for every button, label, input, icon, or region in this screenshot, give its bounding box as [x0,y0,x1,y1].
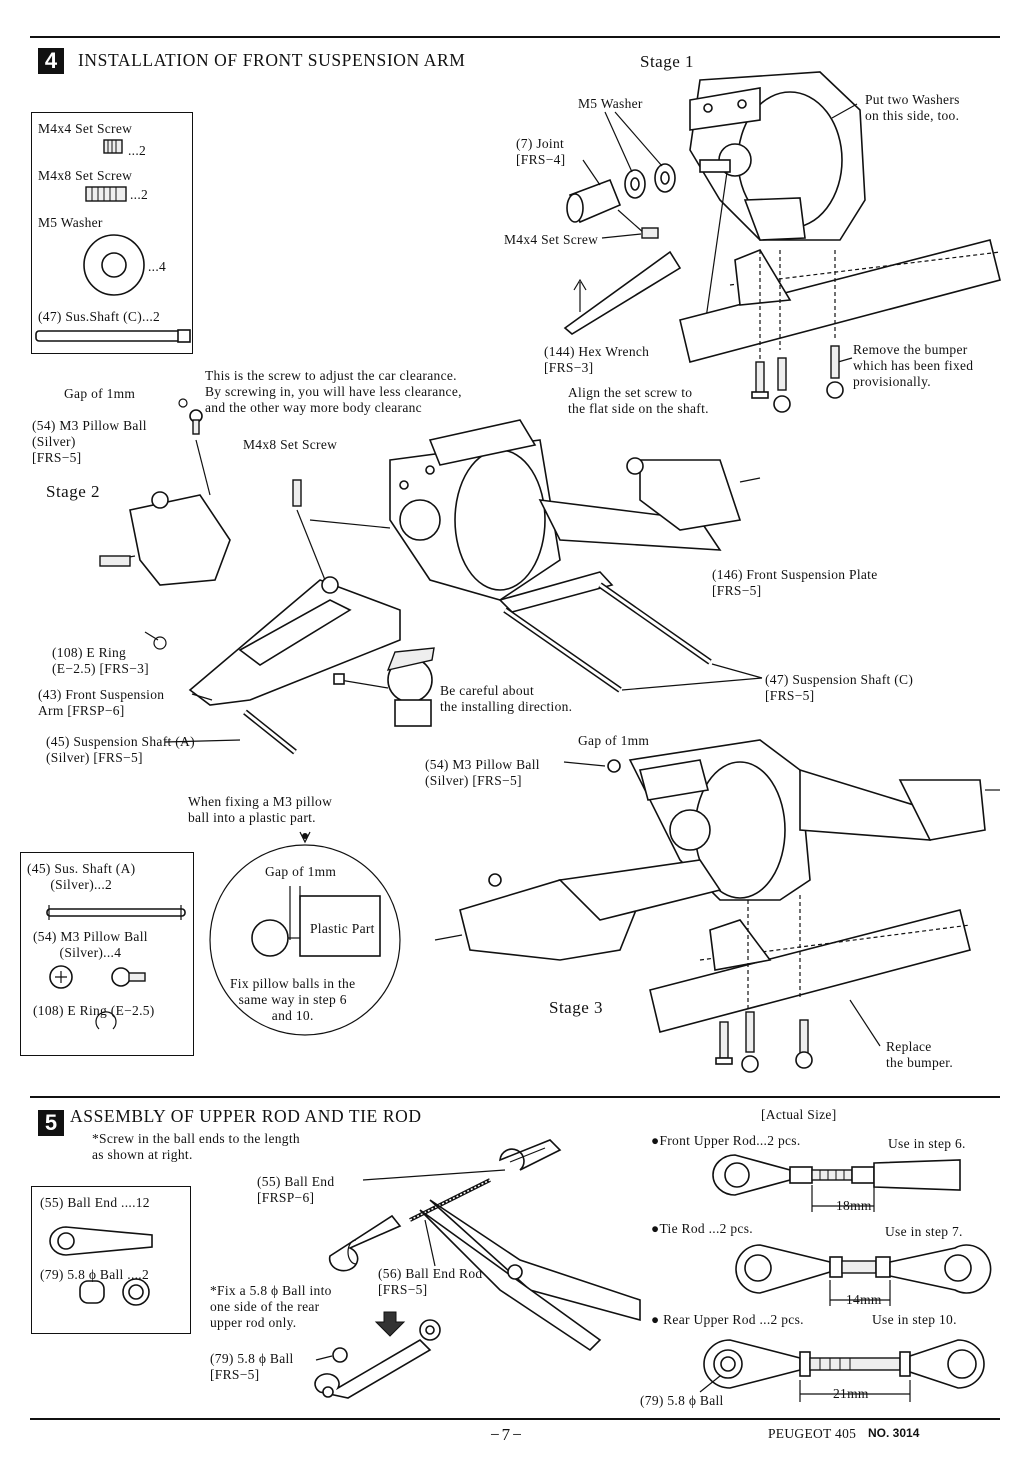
s2-when-fixing: When fixing a M3 pillow ball into a plas… [188,794,333,825]
rod-front-name: ●Front Upper Rod...2 pcs. [651,1133,801,1148]
circle-plastic-part: Plastic Part [310,921,375,936]
part-m5-label: M5 Washer [38,215,103,230]
step-4-badge: 4 [38,48,64,74]
part5-ball-end: (55) Ball End ....12 [40,1195,150,1210]
step-5-note: *Screw in the ball ends to the length as… [92,1131,300,1162]
s1-m5-washer: M5 Washer [578,96,643,111]
part-shaft-c-label: (47) Sus.Shaft (C)...2 [38,309,161,324]
s3-replace: Replace the bumper. [886,1039,954,1070]
top-rule [30,36,1000,38]
part2-e-ring: (108) E Ring (E−2.5) [33,1003,155,1018]
page-number: −7− [490,1425,524,1444]
circle-fix-note: Fix pillow balls in the same way in step… [230,976,356,1023]
part-m5-qty: ...4 [148,259,167,274]
bottom-rule [30,1418,1000,1420]
s2-front-arm: (43) Front Suspension Arm [FRSP−6] [38,687,165,718]
part-m4x4-qty: ...2 [128,143,147,158]
part5-ball: (79) 5.8 ϕ Ball ....2 [40,1267,150,1282]
rod-front-use: Use in step 6. [888,1136,966,1151]
s5-fix-ball-note: *Fix a 5.8 ϕ Ball into one side of the r… [210,1283,332,1330]
s2-e-ring: (108) E Ring (E−2.5) [FRS−3] [52,645,149,676]
rod-tie-use: Use in step 7. [885,1224,963,1239]
s5-ball-end-label: (55) Ball End [FRSP−6] [257,1174,335,1205]
s5-rod-label: (56) Ball End Rod [FRS−5] [378,1266,483,1297]
actual-size-label: [Actual Size] [761,1107,837,1122]
parts-box-2-art [46,905,186,1030]
step-5-title: ASSEMBLY OF UPPER ROD AND TIE ROD [70,1106,422,1126]
part-m4x4-label: M4x4 Set Screw [38,121,133,136]
rod-rear-name: ● Rear Upper Rod ...2 pcs. [651,1312,804,1327]
step-5-badge: 5 [38,1110,64,1136]
stage-3-label: Stage 3 [549,998,604,1017]
s2-gap: Gap of 1mm [64,386,136,401]
parts-box-5-art [49,1226,153,1306]
parts-box-step4b: (45) Sus. Shaft (A) (Silver)...2 (54) M3… [20,852,194,1056]
s1-put-two-washers: Put two Washers on this side, too. [865,92,960,123]
stage-1-label: Stage 1 [640,52,695,71]
part2-pillow: (54) M3 Pillow Ball (Silver)...4 [33,929,148,960]
stage-2-label: Stage 2 [46,482,101,501]
s2-pillow-ball-2: (54) M3 Pillow Ball (Silver) [FRS−5] [425,757,540,788]
parts-box-art [35,139,191,343]
circle-gap: Gap of 1mm [265,864,337,879]
rod-tie-name: ●Tie Rod ...2 pcs. [651,1221,753,1236]
s1-align-note: Align the set screw to the flat side on … [568,385,709,416]
rod-rear-ball: (79) 5.8 ϕ Ball [640,1393,724,1408]
s1-set-screw: M4x4 Set Screw [504,232,599,247]
part-m4x8-qty: ...2 [130,187,149,202]
parts-box-step5: (55) Ball End ....12 (79) 5.8 ϕ Ball ...… [31,1186,191,1334]
section-divider [30,1096,1000,1098]
s2-careful: Be careful about the installing directio… [440,683,573,714]
s5-ball-label: (79) 5.8 ϕ Ball [FRS−5] [210,1351,294,1382]
s1-hex-wrench: (144) Hex Wrench [FRS−3] [544,344,650,375]
s2-gap-2: Gap of 1mm [578,733,650,748]
footer-model: PEUGEOT 405 [768,1426,857,1441]
step-4-title: INSTALLATION OF FRONT SUSPENSION ARM [78,50,466,70]
s1-remove-bumper: Remove the bumper which has been fixed p… [853,342,974,389]
footer-number: NO. 3014 [868,1426,920,1440]
part2-shaft-a: (45) Sus. Shaft (A) (Silver)...2 [27,861,136,892]
s2-shaft-c: (47) Suspension Shaft (C) [FRS−5] [765,672,914,703]
s1-joint: (7) Joint [FRS−4] [516,136,566,167]
part-m4x8-label: M4x8 Set Screw [38,168,133,183]
s2-pillow-ball: (54) M3 Pillow Ball (Silver) [FRS−5] [32,418,147,465]
s2-m4x8: M4x8 Set Screw [243,437,338,452]
s2-shaft-a: (45) Suspension Shaft (A) (Silver) [FRS−… [46,734,195,765]
s2-plate: (146) Front Suspension Plate [FRS−5] [712,567,878,598]
s2-clearance-note: This is the screw to adjust the car clea… [205,368,462,415]
parts-box-step4: M4x4 Set Screw ...2 M4x8 Set Screw ...2 … [31,112,193,354]
rod-rear-use: Use in step 10. [872,1312,957,1327]
